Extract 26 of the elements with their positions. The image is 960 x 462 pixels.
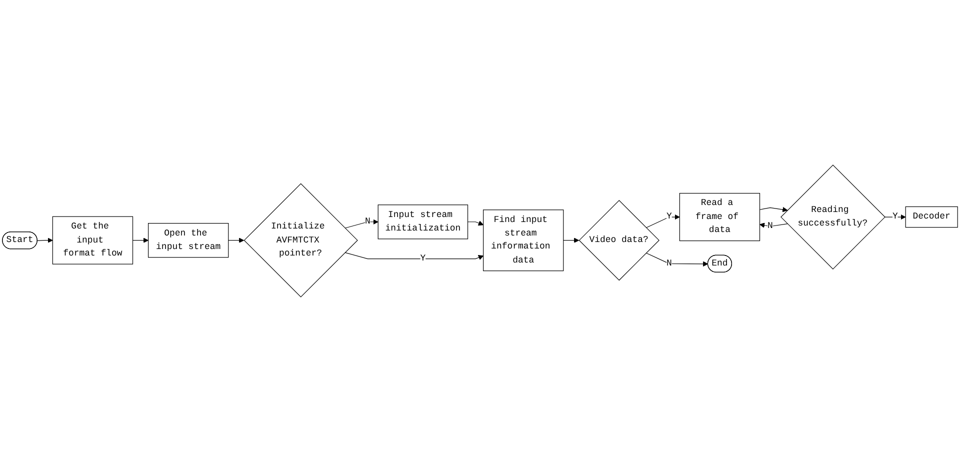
node-box: Find input stream information data <box>483 210 564 272</box>
arrow <box>563 238 580 243</box>
edge-label: Y <box>420 253 426 264</box>
arrow <box>884 214 906 220</box>
arrow <box>132 238 149 243</box>
node-diamond: Initialize AVFMTCTX pointer? <box>244 183 358 298</box>
edge-label: Y <box>892 212 898 222</box>
node-box: Get the input format flow <box>52 216 134 264</box>
arrow <box>759 206 788 212</box>
node-box: Open the input stream <box>148 223 229 258</box>
node-diamond: Reading successfully? <box>780 164 886 270</box>
edge-label: N <box>666 258 672 268</box>
edge-label: N <box>768 220 773 231</box>
arrow <box>646 214 680 228</box>
arrow <box>228 238 244 243</box>
node-box: Decoder <box>905 206 958 228</box>
arrow <box>467 220 484 226</box>
edge-label: Y <box>666 212 672 222</box>
arrow <box>37 238 53 243</box>
arrow <box>344 219 378 228</box>
arrow <box>646 252 708 267</box>
arrow <box>344 252 484 260</box>
node-diamond: Video data? <box>578 200 660 281</box>
node-box: Read a frame of data <box>679 192 760 242</box>
edge-label: N <box>364 216 370 227</box>
node-box: Input stream initialization <box>378 204 468 240</box>
